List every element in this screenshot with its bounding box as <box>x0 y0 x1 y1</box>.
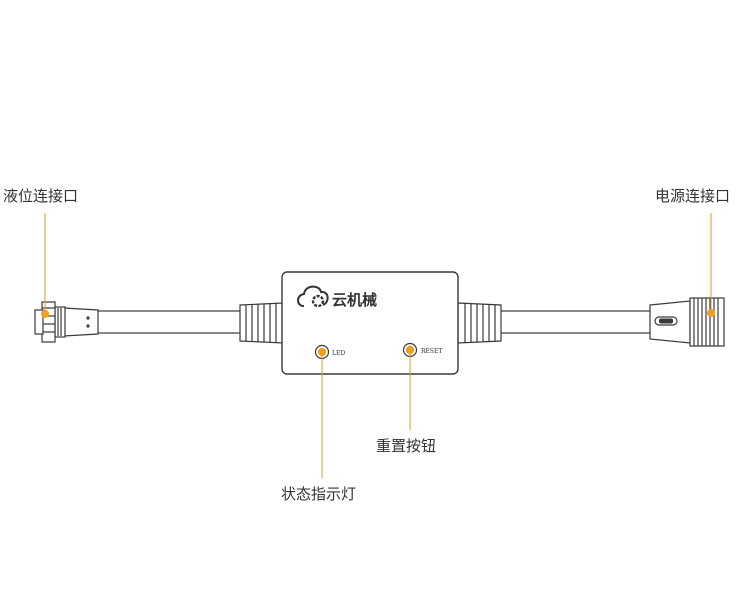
level-port-label: 液位连接口 <box>3 187 79 205</box>
led-text: LED <box>332 350 345 357</box>
reset-button-dot <box>405 345 415 355</box>
level-port-connector <box>34 301 99 343</box>
status-led-light <box>317 347 327 357</box>
left-strain-relief <box>239 302 284 344</box>
leader-lines <box>44 213 712 478</box>
power-port-marker <box>707 309 715 317</box>
level-port-marker <box>41 310 49 318</box>
gear-icon <box>311 294 325 308</box>
brand-name: 云机械 <box>332 291 377 309</box>
left-cable <box>95 310 242 334</box>
right-strain-relief <box>457 302 502 344</box>
power-port-label: 电源连接口 <box>655 187 731 205</box>
status-light-label: 状态指示灯 <box>281 485 357 503</box>
reset-text: RESET <box>421 348 442 355</box>
power-port-connector <box>649 297 725 347</box>
reset-button-label: 重置按钮 <box>376 437 437 455</box>
controller-housing: 云机械 LED RESET <box>281 271 459 375</box>
right-cable <box>499 310 653 334</box>
cloud-logo-icon <box>297 285 329 307</box>
